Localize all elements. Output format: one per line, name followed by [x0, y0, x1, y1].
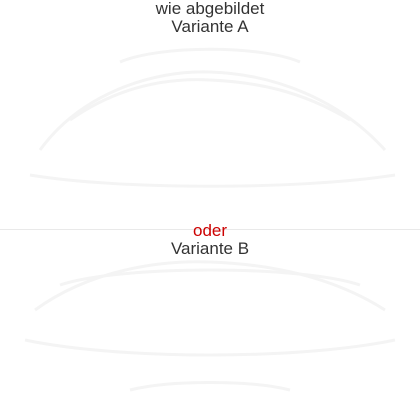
- variant-a-illustration: [29, 47, 396, 188]
- variant-b-illustration: [24, 260, 396, 392]
- as-shown-label: wie abgebildet: [155, 0, 265, 18]
- variant-a-caption: wie abgebildet Variante A: [0, 0, 420, 36]
- variant-a-panel: [29, 47, 396, 188]
- variant-a-label: Variante A: [171, 17, 249, 36]
- section-divider: [0, 229, 420, 230]
- variant-b-caption: oder Variante B: [0, 222, 420, 258]
- variant-b-panel: [0, 230, 420, 420]
- variant-b-label: Variante B: [170, 239, 250, 258]
- or-label: oder: [192, 221, 228, 240]
